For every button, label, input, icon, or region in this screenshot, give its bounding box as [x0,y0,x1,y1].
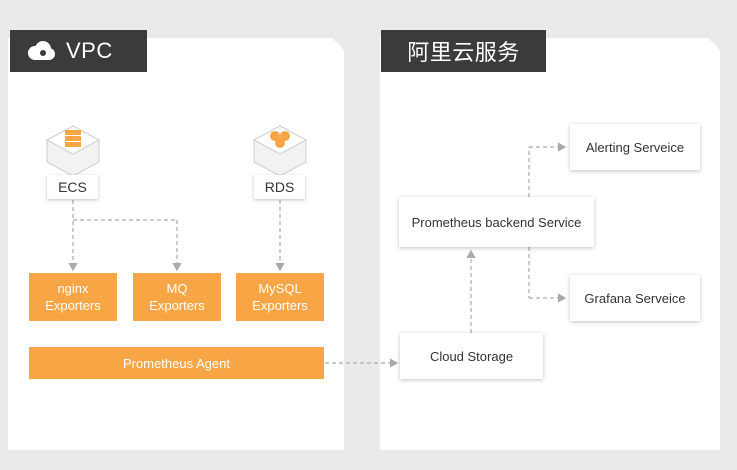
vpc-panel [8,38,344,450]
aliyun-title: 阿里云服务 [407,40,520,65]
nginx-exporters-line1: nginx [57,281,89,296]
nginx-exporters-box: nginx Exporters [29,273,117,321]
cloud-storage-box: Cloud Storage [400,333,543,379]
mysql-exporters-box: MySQL Exporters [236,273,324,321]
grafana-service-box: Grafana Serveice [570,275,700,321]
prometheus-agent-box: Prometheus Agent [29,347,324,379]
rds-database-icon [252,125,308,177]
ecs-server-icon [45,125,101,177]
alerting-service-box: Alerting Serveice [570,124,700,170]
rds-label: RDS [254,175,305,199]
prometheus-backend-box: Prometheus backend Service [399,197,594,247]
ecs-label: ECS [47,175,98,199]
mysql-exporters-line2: Exporters [252,298,308,313]
vpc-title: VPC [66,38,113,63]
mysql-exporters-line1: MySQL [258,281,302,296]
aliyun-header: 阿里云服务 [381,30,546,72]
mq-exporters-line1: MQ [166,281,188,296]
cloud-icon [28,41,55,60]
vpc-header: VPC [10,30,147,72]
mq-exporters-box: MQ Exporters [133,273,221,321]
nginx-exporters-line2: Exporters [45,298,101,313]
mq-exporters-line2: Exporters [149,298,205,313]
